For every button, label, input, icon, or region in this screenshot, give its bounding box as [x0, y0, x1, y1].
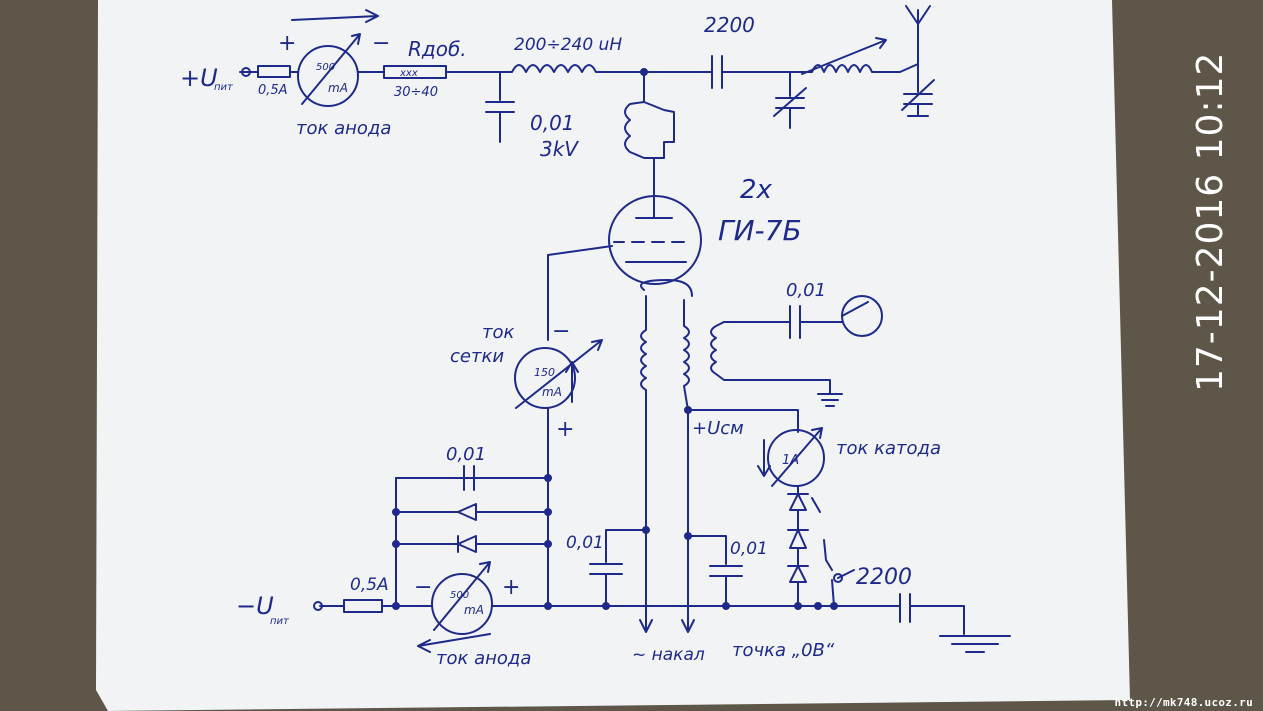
antenna	[905, 5, 931, 41]
label-cap-input: 0,01	[786, 280, 826, 301]
heater-lead-1	[639, 399, 653, 633]
label-cap-heater-1: 0,01	[566, 533, 604, 553]
input-terminal-top	[241, 67, 251, 77]
cap-2200-bottom	[899, 593, 965, 635]
cap-grid	[395, 465, 549, 491]
label-tube-type: ГИ-7Б	[718, 214, 802, 247]
label-minus-grid: −	[552, 319, 570, 344]
variable-cap-2	[901, 63, 935, 117]
cap-heater-1	[589, 529, 647, 607]
label-cap-grid: 0,01	[446, 444, 486, 465]
zener-1	[787, 493, 809, 531]
label-minus-bottom: −	[414, 575, 432, 600]
anode-choke	[624, 101, 675, 197]
zener-2	[787, 529, 809, 567]
label-heater: ~ накал	[632, 645, 705, 665]
heater-lead-2	[681, 409, 695, 633]
arrow-grid-current	[565, 361, 579, 403]
cap-input	[789, 305, 843, 339]
label-meter-anode-bottom: 500	[450, 590, 469, 601]
variable-cap-1	[773, 71, 807, 129]
label-fuse-bottom: 0,5A	[350, 575, 389, 595]
tube-anode	[635, 195, 673, 219]
label-meter-cathode: 1A	[782, 453, 799, 468]
meter-anode-top	[297, 45, 359, 107]
label-fuse-top: 0,5A	[258, 83, 288, 98]
label-u-minus-sub: пит	[270, 616, 290, 627]
label-choke: 200÷240 uH	[514, 35, 622, 55]
label-cap-2200-bottom: 2200	[856, 565, 912, 590]
label-meter-grid-unit: mA	[542, 385, 562, 399]
zener-switch	[811, 497, 835, 607]
filament-coil-1	[640, 279, 693, 401]
label-cap-heater-2: 0,01	[730, 539, 768, 559]
arrow-current-top	[291, 9, 379, 23]
label-r-dob: Rдоб.	[408, 37, 467, 61]
label-cap-voltage: 3kV	[540, 137, 579, 161]
label-u-plus-sub: пит	[214, 82, 234, 93]
diode-2	[395, 535, 549, 553]
label-cap-2200-top: 2200	[704, 13, 755, 37]
meter-anode-top-needle	[301, 33, 361, 105]
meter-anode-bottom-needle	[433, 561, 491, 631]
rf-choke	[499, 64, 601, 73]
label-minus-top: −	[372, 31, 390, 56]
label-plus-bottom: +	[502, 575, 520, 600]
meter-grid	[514, 347, 576, 409]
meter-cathode	[767, 429, 825, 487]
label-tube-count: 2x	[740, 175, 773, 205]
input-terminal-bottom	[313, 601, 323, 611]
label-r-dob-value: 30÷40	[394, 85, 438, 100]
label-meter-anode-bottom-unit: mA	[464, 603, 484, 617]
label-tok-setki: ток	[482, 322, 514, 343]
label-r-dob-mark: xxx	[399, 68, 418, 79]
meter-cathode-needle	[771, 427, 823, 487]
cap-2200-top	[711, 55, 791, 89]
label-zero-point: точка „0В“	[732, 640, 835, 661]
label-meter-anode-top: 500	[316, 62, 335, 73]
diode-1	[395, 503, 549, 521]
coil-tap-arrow	[801, 37, 887, 75]
label-u-plus: +U	[180, 64, 218, 92]
cap-heater-2	[687, 535, 743, 607]
meter-grid-needle	[515, 339, 603, 409]
label-tok-anoda-bottom: ток анода	[436, 648, 531, 669]
paper-sheet	[96, 0, 1130, 711]
input-coil	[710, 321, 843, 407]
ground-bottom	[939, 635, 1011, 653]
arrow-current-bottom	[417, 633, 491, 653]
label-u-bias: +Uсм	[692, 418, 744, 439]
label-plus-grid: +	[556, 417, 574, 442]
label-tok-katoda: ток катода	[836, 438, 941, 459]
label-meter-grid: 150	[534, 366, 555, 379]
filament-coil-2	[683, 299, 690, 411]
label-u-minus: −U	[236, 592, 274, 620]
label-meter-anode-top-unit: mA	[328, 81, 348, 95]
date-stamp-text: 17-12-2016 10:12	[1190, 52, 1231, 392]
watermark: http://mk748.ucoz.ru	[1114, 696, 1253, 709]
date-stamp: 17-12-2016 10:12	[1180, 40, 1240, 400]
label-plus-top: +	[278, 31, 296, 56]
arrow-cathode-current	[757, 439, 771, 477]
cap-3kv	[485, 71, 515, 143]
label-tok-anoda-top: ток анода	[296, 118, 391, 139]
label-cap-blocking: 0,01	[530, 111, 575, 135]
meter-anode-bottom	[431, 573, 493, 635]
label-tok-setki-2: сетки	[450, 346, 504, 367]
